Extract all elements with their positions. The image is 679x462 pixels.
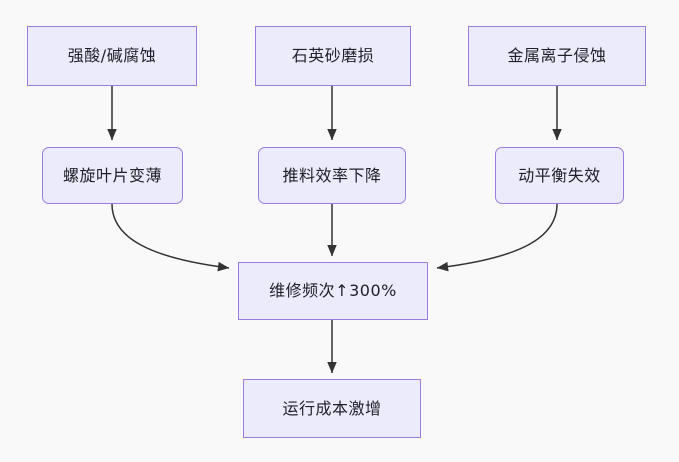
node-label: 推料效率下降 (282, 165, 382, 185)
node-label: 石英砂磨损 (291, 46, 375, 65)
node-spiral-blade-thinning[interactable]: 螺旋叶片变薄 (42, 147, 183, 204)
node-metal-ion-erosion[interactable]: 金属离子侵蚀 (468, 26, 646, 86)
node-label: 强酸/碱腐蚀 (67, 46, 157, 65)
node-label: 维修频次↑300% (269, 281, 397, 300)
node-quartz-sand-abrasion[interactable]: 石英砂磨损 (255, 26, 411, 86)
node-label: 动平衡失效 (518, 165, 601, 185)
edge-blade-to-repair (111, 203, 230, 272)
node-label: 金属离子侵蚀 (507, 46, 607, 65)
node-operating-cost-surge[interactable]: 运行成本激增 (243, 379, 421, 438)
node-label: 运行成本激增 (282, 398, 382, 418)
edge-balance-to-repair (436, 203, 558, 272)
node-feeding-efficiency-drop[interactable]: 推料效率下降 (258, 147, 406, 204)
node-label: 螺旋叶片变薄 (62, 165, 162, 185)
node-dynamic-balance-failure[interactable]: 动平衡失效 (495, 147, 624, 204)
node-acid-corrosion[interactable]: 强酸/碱腐蚀 (27, 26, 197, 86)
node-repair-frequency-increase[interactable]: 维修频次↑300% (238, 262, 428, 320)
